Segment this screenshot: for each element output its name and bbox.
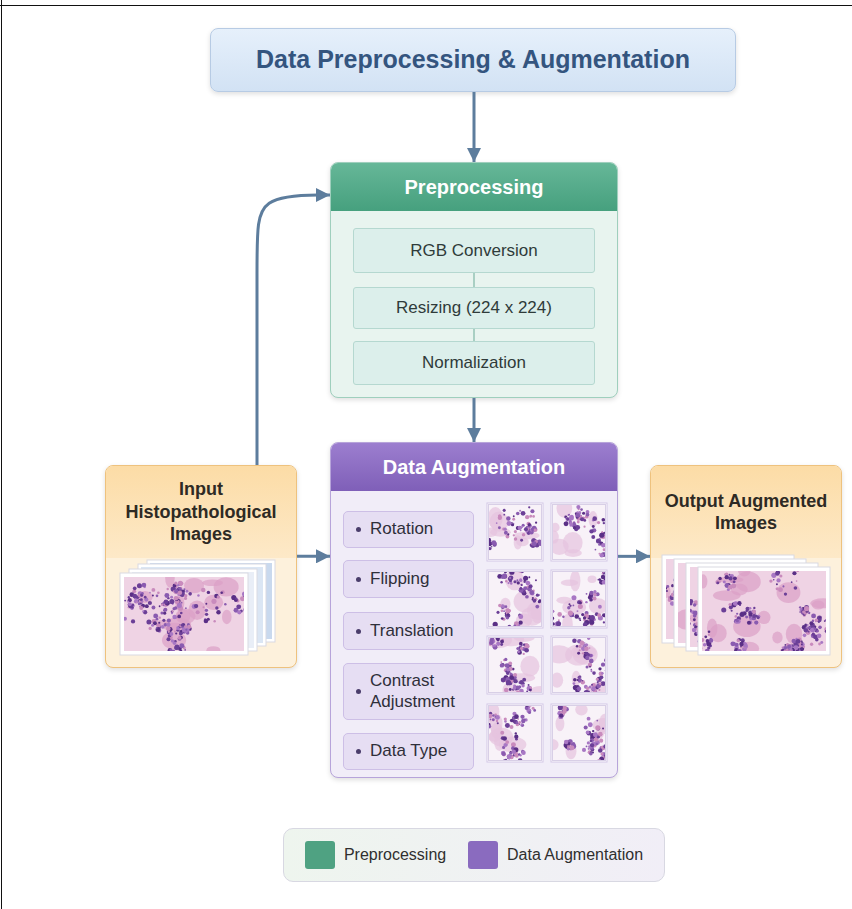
flow-arrow bbox=[473, 92, 476, 162]
panel-header: Preprocessing bbox=[331, 163, 617, 211]
panel-heading: Data Augmentation bbox=[383, 455, 566, 480]
tissue-image bbox=[488, 504, 542, 560]
tissue-thumbnail bbox=[543, 568, 613, 634]
stage-panel: RotationFlippingTranslationContrast Adju… bbox=[330, 442, 618, 778]
tissue-thumbnail bbox=[547, 704, 614, 764]
source-box: Input Histopathological Images bbox=[105, 465, 297, 668]
method-box: Rotation bbox=[343, 511, 474, 548]
node-label: Data Preprocessing & Augmentation bbox=[256, 44, 690, 75]
node-label: Resizing (224 x 224) bbox=[396, 297, 552, 318]
legend-entry: Data Augmentation bbox=[468, 841, 643, 869]
frame-line bbox=[0, 5, 852, 6]
tissue-thumbnail bbox=[550, 499, 614, 563]
method-box: Contrast Adjustment bbox=[343, 663, 474, 720]
image-card bbox=[662, 543, 796, 656]
legend-label: Preprocessing bbox=[344, 846, 446, 864]
tissue-thumbnail bbox=[546, 632, 614, 703]
flow-arrow bbox=[257, 195, 330, 465]
method-box: Translation bbox=[343, 612, 474, 650]
method-box: Flipping bbox=[343, 560, 474, 598]
tissue-thumbnail bbox=[485, 632, 553, 701]
tissue-image bbox=[488, 637, 542, 693]
thumbnail-grid bbox=[331, 443, 619, 779]
tissue-thumbnail bbox=[487, 568, 549, 637]
node-label: Input Histopathological Images bbox=[112, 478, 290, 546]
bullet-dot bbox=[356, 577, 361, 582]
legend-label: Data Augmentation bbox=[507, 846, 643, 864]
node-label: RGB Conversion bbox=[410, 240, 538, 261]
panel-header: Data Augmentation bbox=[331, 443, 617, 491]
image-card bbox=[674, 563, 823, 664]
legend-swatch bbox=[468, 841, 498, 869]
link-line bbox=[473, 273, 475, 287]
legend-box: Preprocessing Data Augmentation bbox=[283, 828, 665, 882]
node-label: Data Type bbox=[370, 741, 447, 761]
step-box: RGB Conversion bbox=[353, 228, 595, 273]
tissue-image bbox=[488, 571, 542, 627]
panel-header: Input Histopathological Images bbox=[106, 466, 296, 558]
image-card bbox=[674, 559, 813, 647]
step-box: Resizing (224 x 224) bbox=[353, 287, 595, 329]
image-card bbox=[691, 562, 837, 657]
tissue-thumbnail bbox=[479, 698, 543, 767]
bullet-dot bbox=[356, 527, 361, 532]
tissue-image bbox=[123, 576, 245, 652]
output-box: Output Augmented Images bbox=[650, 465, 842, 668]
tissue-image bbox=[665, 558, 791, 640]
tissue-image bbox=[552, 705, 606, 761]
stage-panel: RGB ConversionResizing (224 x 224) Normal… bbox=[330, 162, 618, 398]
tissue-image bbox=[552, 571, 606, 627]
flow-arrow bbox=[618, 555, 650, 558]
tissue-image bbox=[701, 570, 827, 652]
tissue-image bbox=[689, 566, 815, 648]
tissue-image bbox=[677, 562, 803, 644]
legend-entry: Preprocessing bbox=[305, 841, 446, 869]
node-label: Flipping bbox=[370, 569, 430, 589]
step-box: Normalization bbox=[353, 341, 595, 385]
method-box: Data Type bbox=[343, 733, 474, 770]
panel-header: Output Augmented Images bbox=[651, 466, 841, 558]
title-box: Data Preprocessing & Augmentation bbox=[210, 28, 736, 92]
bullet-dot bbox=[356, 749, 361, 754]
flow-arrow bbox=[473, 398, 476, 442]
image-card bbox=[113, 568, 255, 659]
node-label: Translation bbox=[370, 621, 453, 641]
image-card bbox=[129, 569, 257, 651]
node-label: Rotation bbox=[370, 519, 433, 539]
image-card bbox=[147, 560, 275, 642]
link-line bbox=[473, 329, 475, 341]
tissue-thumbnail bbox=[481, 492, 549, 561]
tissue-image bbox=[552, 504, 606, 560]
legend-swatch bbox=[305, 841, 335, 869]
bullet-dot bbox=[356, 629, 361, 634]
frame-line bbox=[1, 0, 2, 909]
node-label: Normalization bbox=[422, 352, 526, 373]
flow-arrow bbox=[297, 555, 330, 558]
bullet-dot bbox=[356, 689, 361, 694]
tissue-image bbox=[488, 705, 542, 761]
node-label: Contrast Adjustment bbox=[370, 671, 467, 712]
panel-heading: Preprocessing bbox=[405, 175, 544, 200]
node-label: Output Augmented Images bbox=[657, 490, 835, 535]
image-card bbox=[138, 564, 266, 646]
tissue-image bbox=[552, 637, 606, 693]
